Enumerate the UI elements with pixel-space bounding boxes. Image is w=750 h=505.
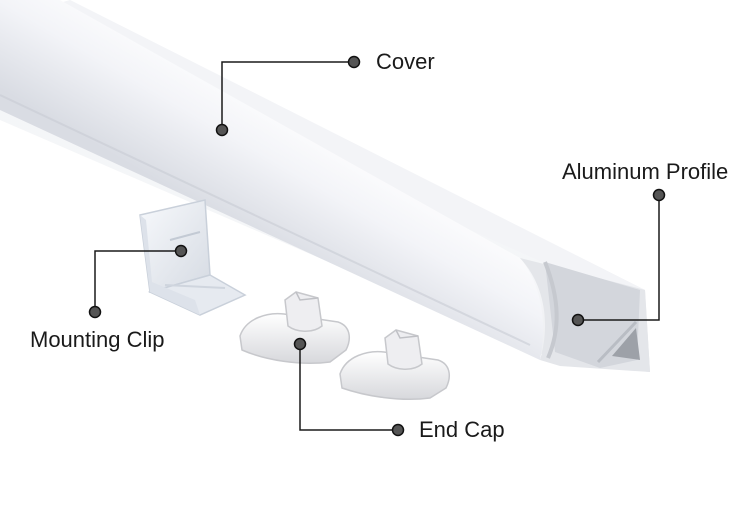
aluminum-profile-part [0, 0, 650, 372]
end-cap-part-2 [339, 329, 451, 401]
leader-line [578, 195, 660, 321]
leader-line [94, 250, 181, 312]
marker-dot [293, 337, 307, 351]
marker-dot [391, 423, 405, 437]
marker-dot [174, 244, 188, 258]
mounting-clip-part [139, 199, 247, 316]
leader-line [299, 344, 398, 431]
label-aluminum-profile: Aluminum Profile [562, 159, 729, 184]
callout-aluminum-profile [571, 188, 666, 327]
callout-mounting-clip [88, 244, 188, 319]
marker-dot [215, 123, 229, 137]
marker-dot [88, 305, 102, 319]
callout-cover [215, 55, 361, 137]
label-mounting-clip: Mounting Clip [30, 327, 165, 352]
marker-dot [347, 55, 361, 69]
marker-dot [652, 188, 666, 202]
leader-line [221, 61, 354, 130]
marker-dot [571, 313, 585, 327]
label-cover: Cover [376, 49, 435, 74]
callout-end-cap [293, 337, 405, 437]
label-end-cap: End Cap [419, 417, 505, 442]
end-cap-part-1 [239, 291, 351, 364]
